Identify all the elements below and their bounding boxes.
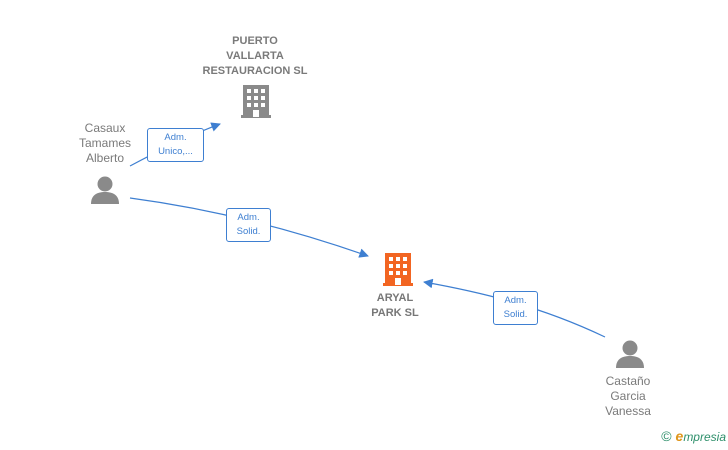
company-name-aryal-park[interactable]: ARYAL PARK SL bbox=[371, 292, 419, 319]
person-icon[interactable] bbox=[91, 176, 119, 205]
relation-label-adm-solid: Adm. Solid. bbox=[493, 291, 538, 325]
company-name-puerto-vallarta[interactable]: PUERTO VALLARTA RESTAURACION SL bbox=[202, 35, 308, 77]
person-name-casaux[interactable]: Casaux Tamames Alberto bbox=[78, 121, 131, 165]
person-name-castano[interactable]: Castaño Garcia Vanessa bbox=[605, 374, 651, 418]
relation-label-adm-unico: Adm. Unico,... bbox=[147, 128, 204, 162]
brand-logo: empresia bbox=[675, 428, 726, 444]
building-icon-highlighted[interactable] bbox=[383, 253, 413, 286]
person-icon[interactable] bbox=[616, 340, 644, 369]
copyright-symbol: © bbox=[661, 428, 672, 444]
relation-label-adm-solid: Adm. Solid. bbox=[226, 208, 271, 242]
building-icon[interactable] bbox=[241, 85, 271, 118]
brand-watermark: © empresia bbox=[661, 428, 726, 444]
